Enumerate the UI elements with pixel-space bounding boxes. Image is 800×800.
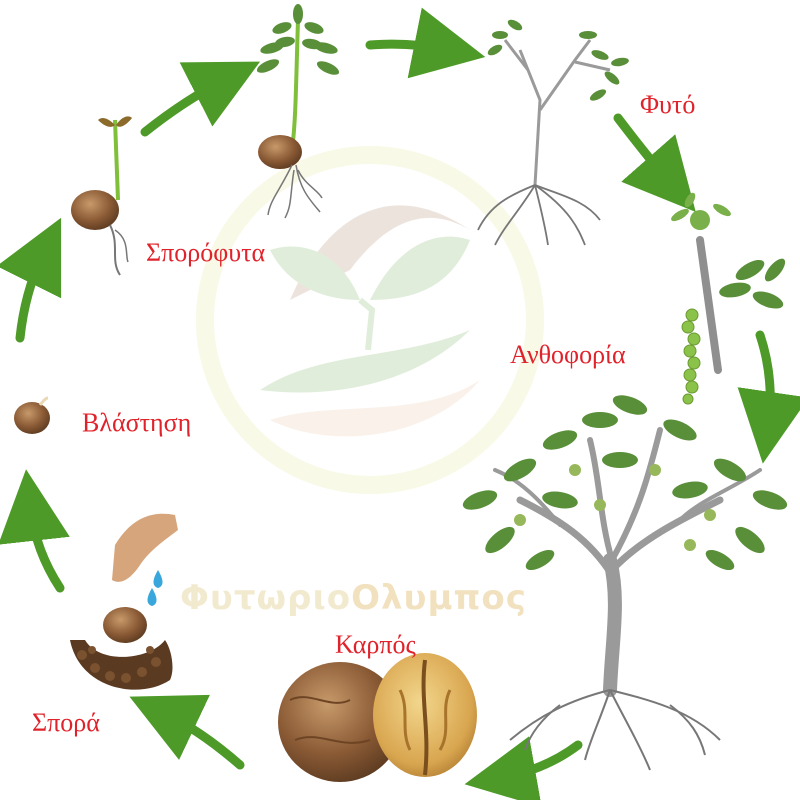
seedling-illustration bbox=[256, 4, 340, 219]
label-germination: Βλάστηση bbox=[82, 408, 192, 437]
arrow-to-plant bbox=[365, 7, 486, 79]
arrow-to-tree bbox=[737, 330, 800, 464]
label-plant: Φυτό bbox=[640, 90, 696, 119]
arrow-to-fruit bbox=[464, 736, 583, 800]
water-drop-1 bbox=[153, 570, 163, 588]
arrow-to-flower bbox=[613, 113, 696, 213]
label-fruit: Καρπός bbox=[335, 630, 416, 659]
walnut-fruit-illustration bbox=[278, 653, 477, 782]
watermark-part-2: Ολυμπος bbox=[351, 578, 527, 618]
arrow-to-sprout bbox=[140, 61, 261, 137]
label-seedling: Σπορόφυτα bbox=[146, 238, 266, 267]
cycle-arrows bbox=[0, 7, 800, 800]
label-sowing: Σπορά bbox=[32, 708, 100, 737]
flowering-branch-illustration bbox=[671, 192, 786, 405]
arrow-to-seedling bbox=[0, 217, 62, 343]
arrow-to-sowing bbox=[129, 694, 245, 770]
label-flowering: Ανθοφορία bbox=[510, 340, 626, 369]
watermark-logo bbox=[196, 146, 544, 494]
arrow-to-germination bbox=[0, 469, 70, 593]
watermark-text: ΦυτωριοΟλυμπος bbox=[180, 578, 527, 618]
watermark-part-1: Φυτωριο bbox=[180, 578, 352, 618]
water-drop-2 bbox=[147, 588, 157, 606]
germinating-seed-illustration bbox=[14, 396, 50, 434]
small-sprout-illustration bbox=[71, 116, 132, 276]
sowing-illustration bbox=[70, 513, 178, 690]
plant-illustration bbox=[477, 19, 629, 246]
mature-tree-illustration bbox=[462, 395, 788, 771]
